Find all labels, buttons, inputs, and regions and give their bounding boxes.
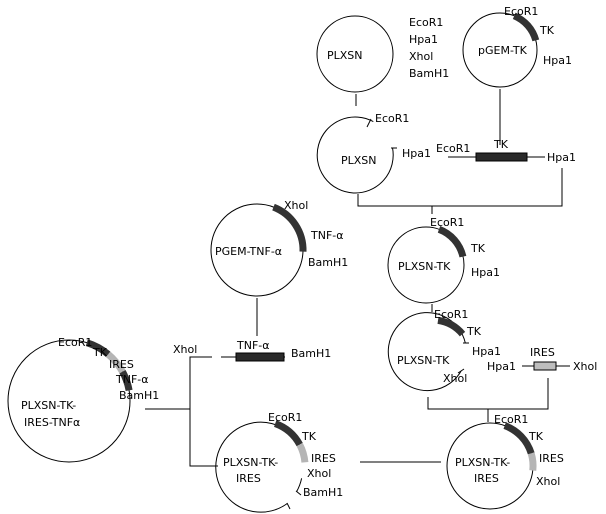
cut-mark-bamh1: [286, 502, 291, 510]
plasmid-circle: [316, 15, 394, 93]
tnf-segment: [272, 203, 307, 252]
ires-segment: [296, 442, 309, 463]
plasmid-name: pGEM-TK: [478, 44, 528, 57]
plasmid-name-line1: PLXSN-TK-: [223, 456, 278, 469]
ires-label: IRES: [530, 346, 555, 359]
tk-label: TK: [466, 325, 482, 338]
site-hpa1: Hpa1: [409, 33, 438, 46]
site-hpa1: Hpa1: [471, 266, 500, 279]
site-hpa1: Hpa1: [543, 54, 572, 67]
plasmid-name-line2: IRES-TNFα: [24, 416, 80, 429]
cut-mark-ecor1: [366, 118, 372, 128]
plasmid-plxsn: PLXSN EcoR1 Hpa1 Xhol BamH1: [316, 15, 449, 93]
plasmid-name-line2: IRES: [474, 472, 499, 485]
tk-fragment: EcoR1 TK Hpa1: [436, 138, 576, 164]
tk-label: TK: [470, 242, 486, 255]
tk-segment: [437, 226, 467, 258]
plasmid-open-circle: [387, 312, 466, 392]
site-hpa1: Hpa1: [402, 147, 431, 160]
tk-label: TK: [528, 430, 544, 443]
site-ecor1: EcoR1: [436, 142, 470, 155]
ires-label: IRES: [311, 452, 336, 465]
tnf-segment: [119, 370, 133, 392]
tk-segment: [512, 12, 540, 42]
plasmid-final: PLXSN-TK- IRES-TNFα EcoR1 TK IRES TNF-α …: [7, 336, 159, 463]
tk-segment: [85, 339, 111, 358]
site-hpa1: Hpa1: [472, 345, 501, 358]
plasmid-circle: [462, 12, 538, 88]
ligation-bracket: [189, 356, 218, 467]
tk-label: TK: [301, 430, 317, 443]
site-ecor1: EcoR1: [375, 112, 409, 125]
site-hpa1: Hpa1: [547, 151, 576, 164]
tk-segment: [273, 420, 303, 447]
tk-label: TK: [493, 138, 509, 151]
tk-box: [475, 152, 528, 162]
site-hpa1: Hpa1: [487, 360, 516, 373]
tk-label: TK: [539, 24, 555, 37]
plasmid-circle: [387, 226, 465, 304]
plasmid-pgem-tk: pGEM-TK EcoR1 TK Hpa1: [462, 5, 572, 88]
plasmid-circle: [7, 339, 131, 463]
ligation-bracket: [357, 168, 563, 207]
plasmid-name: PLXSN-TK: [398, 260, 451, 273]
tnf-label: TNF-α: [115, 373, 149, 386]
plasmid-name-line1: PLXSN-TK-: [21, 399, 76, 412]
site-xhol: Xhol: [536, 475, 560, 488]
plasmid-name-line1: PLXSN-TK-: [455, 456, 510, 469]
ires-segment: [105, 351, 126, 374]
tnf-fragment: TNF-α BamH1 Xhol: [173, 339, 331, 362]
site-xhol: Xhol: [284, 199, 308, 212]
ires-label: IRES: [109, 358, 134, 371]
site-bamh1: BamH1: [303, 486, 343, 499]
site-xhol: Xhol: [573, 360, 597, 373]
site-ecor1: EcoR1: [430, 216, 464, 229]
ires-box: [533, 361, 557, 371]
ires-segment: [527, 452, 537, 471]
site-bamh1: BamH1: [119, 389, 159, 402]
site-ecor1: EcoR1: [409, 16, 443, 29]
plasmid-plxsn-opened: PLXSN EcoR1 Hpa1: [316, 112, 431, 194]
plasmid-plxsn-tk: PLXSN-TK EcoR1 TK Hpa1: [387, 216, 500, 304]
site-bamh1: BamH1: [308, 256, 348, 269]
cut-mark-xhol: [295, 490, 302, 496]
plasmid-open-circle: [316, 116, 394, 194]
ires-label: IRES: [539, 452, 564, 465]
tnf-label: TNF-α: [310, 229, 344, 242]
plasmid-pgem-tnf: PGEM-TNF-α Xhol TNF-α BamH1: [210, 199, 348, 297]
site-ecor1: EcoR1: [268, 411, 302, 424]
plasmid-name: PLXSN: [327, 49, 363, 62]
site-ecor1: EcoR1: [494, 413, 528, 426]
site-xhol: Xhol: [307, 467, 331, 480]
plasmid-name: PLXSN: [341, 154, 377, 167]
site-xhol: Xhol: [443, 372, 467, 385]
tnf-box: [235, 352, 285, 362]
plasmid-plxsn-tk-ires-opened: PLXSN-TK- IRES EcoR1 TK IRES Xhol BamH1: [215, 411, 343, 513]
site-bamh1: BamH1: [291, 347, 331, 360]
plasmid-name-line2: IRES: [236, 472, 261, 485]
cut-mark-xhol: [457, 368, 465, 374]
site-ecor1: EcoR1: [504, 5, 538, 18]
site-ecor1: EcoR1: [58, 336, 92, 349]
plasmid-plxsn-tk-ires-right: PLXSN-TK- IRES EcoR1 TK IRES Xhol: [446, 413, 564, 510]
tk-segment: [503, 422, 535, 455]
site-bamh1: BamH1: [409, 67, 449, 80]
tk-label: TK: [92, 346, 108, 359]
ires-fragment: IRES Hpa1 Xhol: [487, 346, 597, 373]
site-ecor1: EcoR1: [434, 308, 468, 321]
tk-segment: [437, 316, 466, 337]
tnf-label: TNF-α: [236, 339, 270, 352]
plasmid-name: PGEM-TNF-α: [215, 245, 282, 258]
site-xhol: Xhol: [173, 343, 197, 356]
plasmid-plxsn-tk-opened: PLXSN-TK EcoR1 TK Hpa1 Xhol: [387, 308, 501, 392]
site-xhol: Xhol: [409, 50, 433, 63]
plasmid-name: PLXSN-TK: [397, 354, 450, 367]
